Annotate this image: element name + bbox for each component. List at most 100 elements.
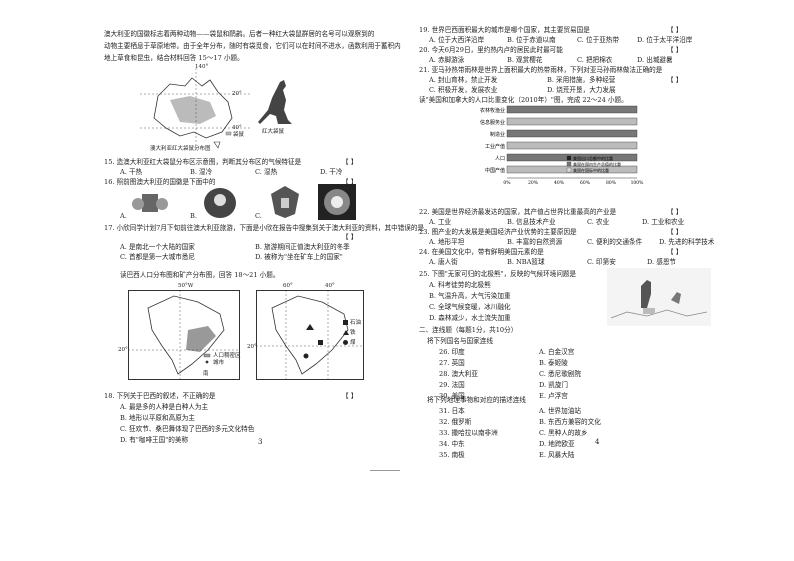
q15-option-c: C. 湿热	[255, 168, 278, 176]
q15-bracket: 【 】	[342, 158, 358, 166]
match-right-item: B. 泰姬陵	[539, 359, 568, 367]
q18-option-b: B. 地形以平原和高原为主	[120, 414, 195, 422]
q23-option-d: D. 先进的科学技术	[659, 238, 715, 246]
match-right-item: A. 世界加油站	[539, 407, 581, 415]
q21-option-d: D. 烧荒开垦，大力发展	[547, 86, 616, 94]
q22-option-c: C. 农业	[587, 218, 610, 226]
match-left-item: 33. 撒哈拉以南非洲	[439, 429, 498, 437]
page-number-left: 3	[258, 438, 263, 446]
kangaroo-caption: 红大袋鼠	[262, 129, 285, 135]
q24-option-d: D. 感恩节	[647, 258, 677, 266]
chart-bar	[506, 117, 638, 126]
emblem-usa-icon	[318, 184, 356, 220]
right-page: 19. 世界巴西面积最大的城市是哪个国家，其主要贸易国是 【 】 A. 位于大西…	[397, 0, 794, 561]
match-left-item: 31. 日本	[439, 407, 465, 415]
q24-stem: 24. 在美国文化中，带有鲜明美国元素的是	[419, 248, 544, 256]
q25-option-c: C. 全球气候变暖，冰川融化	[429, 303, 511, 311]
match-left-item: 27. 英国	[439, 359, 465, 367]
brazil2-legend-coal: 煤	[350, 340, 356, 346]
q22-stem: 22. 美国是世界经济最发达的国家，其产值占世界比重最高的产业是	[419, 208, 617, 216]
q17-option-c: C. 首都是第一大城市悉尼	[120, 253, 195, 261]
q19-stem: 19. 世界巴西面积最大的城市是哪个国家，其主要贸易国是	[419, 26, 590, 34]
center-mark	[370, 470, 400, 471]
chart-legend-label: 美国在国际中的比重	[573, 167, 609, 173]
chart-intro: 读"美国和加拿大的人口比重变化（2010年）"图，完成 22～24 小题。	[419, 96, 628, 104]
match-right-item: E. 风暴大陆	[539, 451, 575, 459]
q21-option-a: A. 封山育林，禁止开发	[429, 76, 498, 84]
q17-option-d: D. 被称为"坐在矿车上的国家"	[255, 253, 343, 261]
match-right-item: E. 卢浮宫	[539, 392, 568, 400]
australia-map	[140, 68, 250, 152]
brazil2-lat: 20°	[247, 344, 257, 350]
chart-legend-label: 美国在国内生产总值的比重	[573, 161, 621, 167]
q22-option-a: A. 工业	[429, 218, 452, 226]
polar-bear-photo	[607, 268, 711, 326]
q16-stem: 16. 照前图澳大利亚的国徽是下面中的	[104, 178, 216, 186]
q25-stem: 25. 下图"无家可归的北极熊"，反映的气候环境问题是	[419, 270, 577, 278]
chart-x-tick: 0%	[503, 180, 511, 186]
chart-x-tick: 20%	[528, 180, 539, 186]
match-left-item: 30. 美国	[439, 392, 465, 400]
q17-option-b: B. 旅游期间正值澳大利亚的冬季	[255, 243, 350, 251]
q20-option-d: D. 出城避暑	[637, 56, 673, 64]
q17-option-a: A. 是南北一个大陆的国家	[120, 243, 195, 251]
q20-bracket: 【 】	[667, 46, 683, 54]
chart-legend-swatch	[566, 161, 572, 167]
q20-option-a: A. 赤脚游泳	[429, 56, 465, 64]
brazil1-legend-2: 城市	[213, 360, 225, 366]
q23-option-a: A. 地形平坦	[429, 238, 465, 246]
q16-option-c: C.	[255, 212, 262, 220]
q17-bracket: 【 】	[342, 233, 358, 241]
brazil2-lon-2: 40°	[325, 283, 335, 289]
page-number-right: 4	[595, 438, 600, 446]
q20-stem: 20. 今天6月29日，里约热内卢的居民此时最可能	[419, 46, 563, 54]
chart-x-tick: 100%	[631, 180, 645, 186]
chart-bar	[506, 129, 638, 138]
map-lat-n-label: 20°	[232, 91, 242, 97]
match-left-item: 35. 南极	[439, 451, 465, 459]
q21-option-b: B. 采用措施，多种经营	[547, 76, 616, 84]
map-legend: 袋鼠	[233, 132, 245, 138]
left-page: 澳大利亚的国徽标志着两种动物——袋鼠和鸸鹋。后者一种红大袋鼠群居的名号可以观察到…	[104, 30, 424, 446]
q17-stem: 17. 小欣同学计划7月下旬前往澳大利亚旅游，下面是小欣在报告中搜集到关于澳大利…	[104, 224, 425, 232]
q15-stem: 15. 造澳大利亚红大袋鼠分布区示意图，判断其分布区的气候特征是	[104, 158, 302, 166]
q16-option-b: B.	[190, 212, 197, 220]
intro-line-1: 澳大利亚的国徽标志着两种动物——袋鼠和鸸鹋。后者一种红大袋鼠群居的名号可以观察到…	[104, 30, 375, 38]
match-left-item: 29. 法国	[439, 381, 465, 389]
q23-option-c: C. 便利的交通条件	[587, 238, 643, 246]
coal-legend-icon	[343, 340, 348, 345]
q20-option-c: C. 把把棉衣	[577, 56, 613, 64]
map-lat-s-label: 40°	[232, 125, 242, 131]
q24-bracket: 【 】	[667, 248, 683, 256]
chart-legend-swatch	[566, 155, 572, 161]
chart-category-label: 信息服务业	[480, 119, 505, 126]
q19-option-b: B. 位于赤道以南	[507, 36, 556, 44]
q19-option-d: D. 位于太平洋沿岸	[637, 36, 693, 44]
chart-bar	[506, 153, 638, 162]
brazil-population-map	[128, 290, 240, 380]
q16-bracket: 【 】	[342, 178, 358, 186]
brazil1-lat: 20°	[118, 347, 128, 353]
chart-legend-label: 美国出口总额中的比重	[573, 155, 613, 161]
q15-option-b: B. 湿冷	[190, 168, 213, 176]
chart-bar	[506, 165, 638, 174]
q22-option-d: D. 工业和农业	[642, 218, 685, 226]
industry-share-chart: 农林牧渔业信息服务业制造业工业产值人口中国产值0%20%40%60%80%100…	[480, 105, 645, 186]
q21-option-c: C. 积极开发，发展农业	[429, 86, 498, 94]
brazil-minerals-map	[256, 290, 364, 380]
map-lon-label: 140°	[195, 64, 209, 70]
q25-option-a: A. 科考徒劳的北极熊	[429, 281, 491, 289]
intro-line-3: 地上草食和昆虫，结合材料回答 15～17 小题。	[104, 54, 244, 62]
q19-bracket: 【 】	[667, 26, 683, 34]
match2-title: 将下列地理事物和对应的描述连线	[427, 396, 526, 404]
match-right-item: D. 地跨欧亚	[539, 440, 575, 448]
q15-option-a: A. 干热	[120, 168, 143, 176]
q25-option-b: B. 气温升高，大气污染加重	[429, 292, 511, 300]
chart-x-tick: 60%	[580, 180, 591, 186]
q18-option-d: D. 有"咖啡王国"的美称	[120, 436, 189, 444]
q21-bracket: 【 】	[667, 76, 683, 84]
intro-2: 读巴西人口分布图和矿产分布图，回答 18～21 小题。	[120, 271, 280, 279]
map-caption: 澳大利亚红大袋鼠分布图	[150, 146, 211, 152]
chart-legend-swatch	[566, 167, 572, 173]
match-right-item: D. 凯旋门	[539, 381, 569, 389]
